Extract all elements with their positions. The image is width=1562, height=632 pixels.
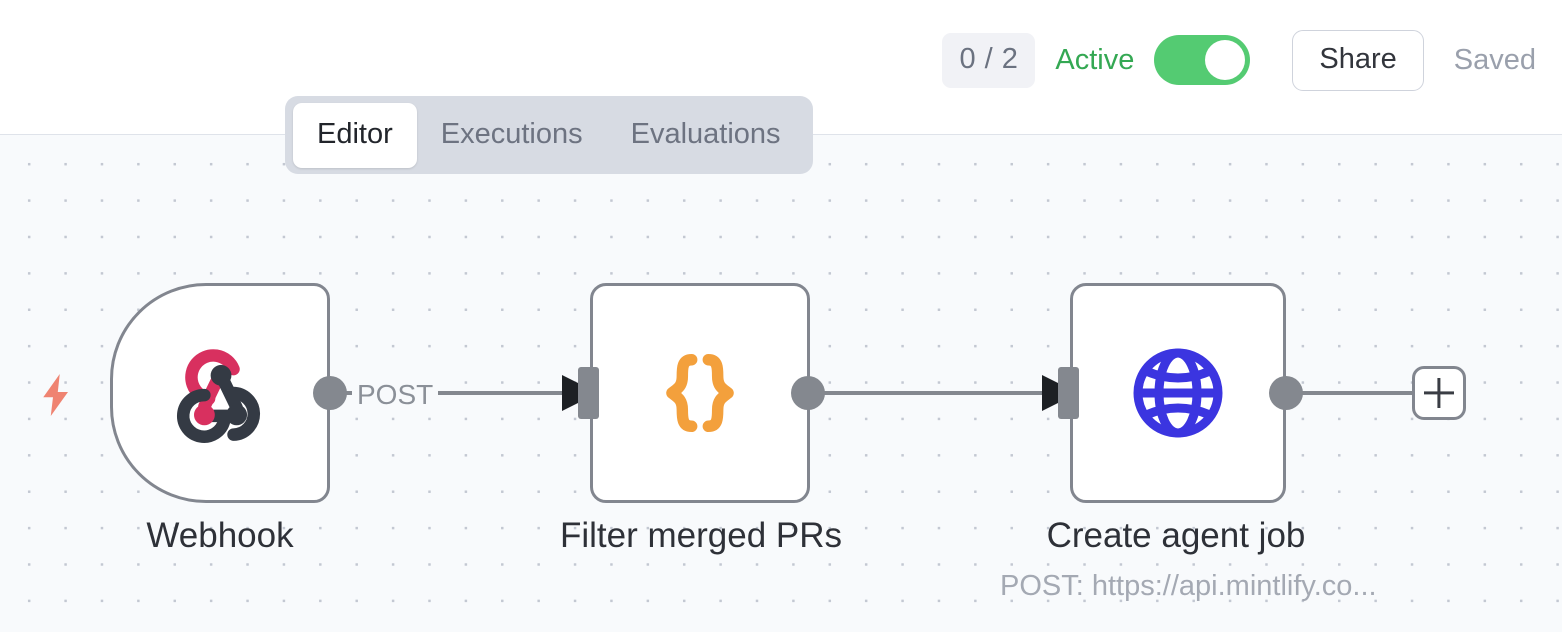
toggle-knob (1205, 40, 1246, 80)
http-node-label: Create agent job (1046, 516, 1306, 555)
view-tabbar: Editor Executions Evaluations (285, 96, 813, 174)
tab-executions[interactable]: Executions (440, 117, 583, 150)
http-output-port[interactable] (1269, 376, 1303, 410)
webhook-icon (168, 341, 272, 445)
http-input-port[interactable] (1058, 367, 1079, 419)
http-node-subtitle: POST: https://api.mintlify.co... (1000, 570, 1377, 602)
webhook-node-box[interactable] (110, 283, 330, 503)
saved-status-label: Saved (1453, 43, 1536, 76)
workflow-canvas[interactable]: POST (0, 134, 1562, 632)
http-node-box[interactable] (1070, 283, 1286, 503)
active-status-label: Active (1055, 43, 1135, 76)
filter-node-label: Filter merged PRs (560, 516, 843, 555)
curly-braces-icon (648, 341, 752, 445)
active-toggle[interactable] (1154, 35, 1251, 85)
tab-editor[interactable]: Editor (293, 102, 417, 168)
filter-input-port[interactable] (578, 367, 599, 419)
globe-icon (1128, 343, 1228, 443)
edge-label-post: POST (352, 378, 439, 412)
trigger-bolt-icon (38, 372, 74, 423)
share-button[interactable]: Share (1292, 29, 1424, 91)
add-node-button[interactable] (1412, 366, 1466, 420)
filter-output-port[interactable] (791, 376, 825, 410)
tab-evaluations[interactable]: Evaluations (630, 117, 781, 150)
webhook-node-label: Webhook (146, 516, 294, 555)
filter-node-box[interactable] (590, 283, 810, 503)
header-actions: 0 / 2 Active Share Saved (942, 28, 1536, 92)
execution-count-badge: 0 / 2 (942, 32, 1036, 88)
webhook-output-port[interactable] (313, 376, 347, 410)
